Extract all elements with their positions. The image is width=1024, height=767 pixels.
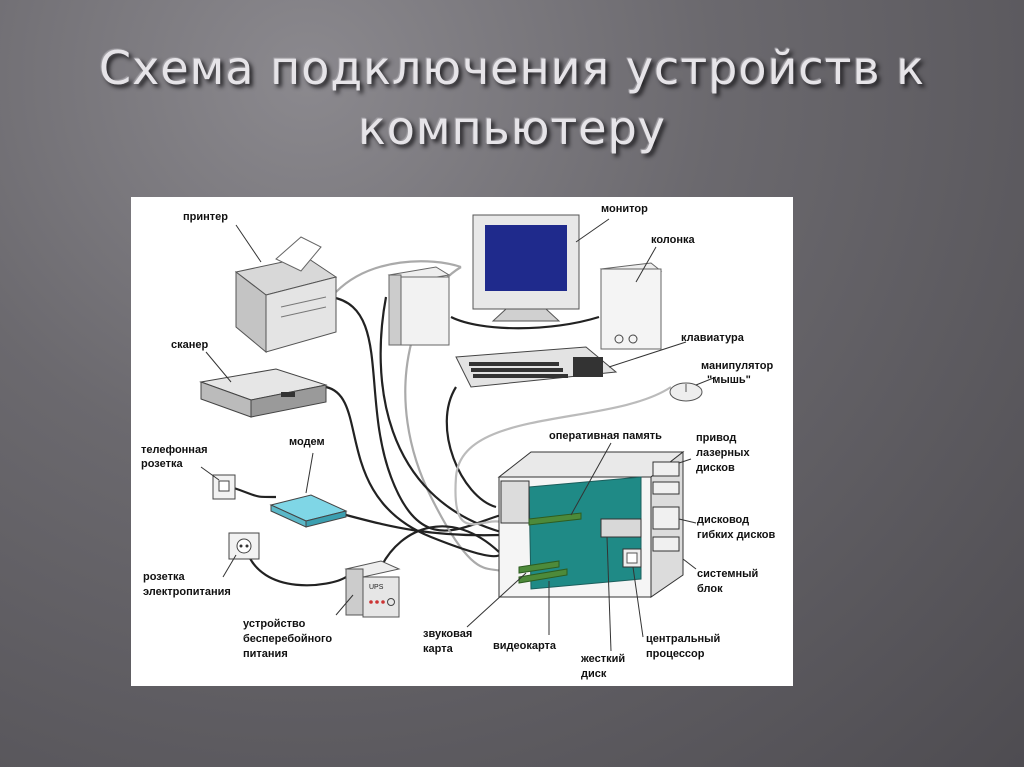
keyboard-icon	[456, 347, 616, 387]
label-phone-1: телефонная	[141, 444, 208, 456]
modem-pointer	[306, 453, 313, 493]
ups-badge: UPS	[369, 584, 384, 591]
label-sysunit-1: системный	[697, 568, 758, 580]
label-cd-3: дисков	[696, 462, 735, 474]
power-socket-icon	[229, 533, 259, 559]
label-mouse-2: "мышь"	[707, 374, 751, 386]
label-speaker: колонка	[651, 234, 696, 246]
label-socket-2: электропитания	[143, 586, 231, 598]
printer-icon	[236, 237, 336, 352]
label-socket-1: розетка	[143, 571, 185, 583]
label-cd-2: лазерных	[696, 447, 750, 459]
label-keyboard: клавиатура	[681, 332, 745, 344]
label-hdd-2: диск	[581, 668, 607, 680]
label-cpu-2: процессор	[646, 648, 705, 660]
diagram-canvas: UPS принтер монитор колонка	[131, 197, 793, 686]
slide-title: Схема подключения устройств к компьютеру	[0, 38, 1024, 158]
label-ups-1: устройство	[243, 618, 306, 630]
speaker-left-icon	[389, 267, 449, 345]
label-floppy-1: дисковод	[697, 514, 749, 526]
mouse-icon	[670, 383, 702, 401]
title-line-2: компьютеру	[0, 98, 1024, 158]
label-ram: оперативная память	[549, 430, 662, 442]
label-scanner: сканер	[171, 339, 209, 351]
label-ups-2: бесперебойного	[243, 633, 332, 645]
connection-diagram: UPS принтер монитор колонка	[131, 197, 793, 686]
monitor-screen	[485, 225, 567, 291]
title-line-1: Схема подключения устройств к	[0, 38, 1024, 98]
cable-power	[246, 549, 346, 585]
scanner-pointer	[206, 352, 231, 382]
label-monitor: монитор	[601, 203, 648, 215]
monitor-pointer	[576, 219, 609, 242]
label-hdd-1: жесткий	[580, 653, 625, 665]
label-cd-1: привод	[696, 432, 736, 444]
phone-pointer	[201, 467, 219, 480]
monitor-icon	[473, 215, 579, 321]
label-floppy-2: гибких дисков	[697, 529, 776, 541]
label-video: видеокарта	[493, 640, 557, 652]
printer-pointer	[236, 225, 261, 262]
label-phone-2: розетка	[141, 458, 183, 470]
label-printer: принтер	[183, 211, 228, 223]
label-mouse-1: манипулятор	[701, 360, 774, 372]
label-sound-2: карта	[423, 643, 454, 655]
label-sound-1: звуковая	[423, 628, 472, 640]
label-sysunit-2: блок	[697, 583, 723, 595]
speaker-right-icon	[601, 263, 661, 349]
cable-phone	[231, 487, 276, 497]
label-ups-3: питания	[243, 648, 288, 660]
modem-icon	[271, 495, 346, 527]
hdd-unit	[601, 519, 641, 537]
sysunit-pointer	[683, 559, 696, 569]
sound-pointer	[467, 573, 526, 627]
label-modem: модем	[289, 436, 325, 448]
ups-icon: UPS	[346, 561, 399, 617]
label-cpu-1: центральный	[646, 633, 720, 645]
system-unit-icon	[499, 452, 683, 597]
scanner-icon	[201, 369, 326, 417]
